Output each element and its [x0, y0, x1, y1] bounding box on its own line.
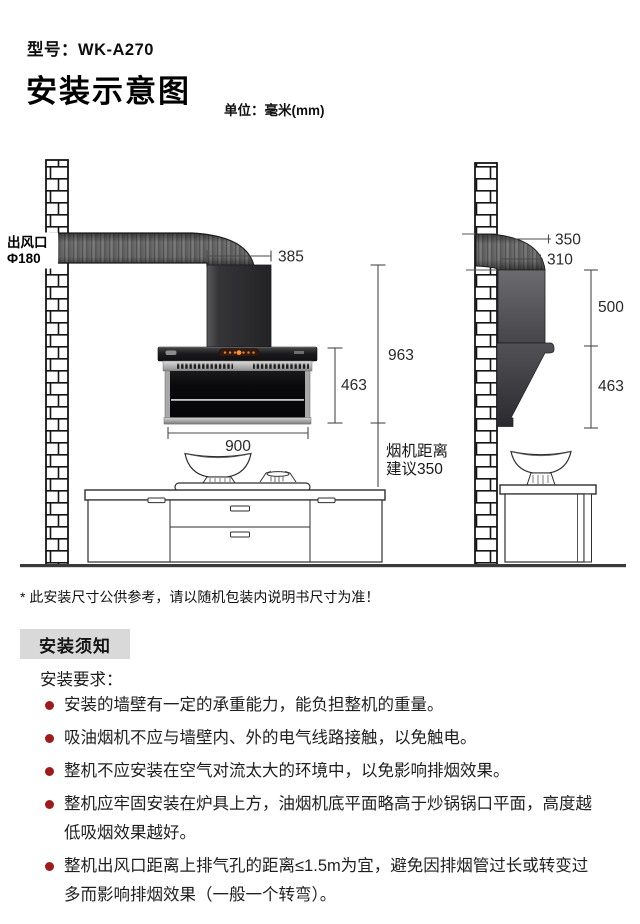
model-text-mark	[294, 351, 304, 354]
countertop	[84, 489, 386, 501]
dim-hood-height-side: 463	[584, 346, 624, 429]
hood-cavity	[170, 371, 305, 418]
bullet-dot-icon	[45, 734, 54, 743]
cabinet-body-side	[504, 493, 585, 563]
requirement-text: 整机出风口距离上排气孔的距离≤1.5m为宜，避免因排烟管过长或转变过多而影响排烟…	[64, 857, 589, 904]
dim-hood-width: 900	[167, 427, 309, 455]
list-item: 整机应牢固安装在炉具上方，油烟机底平面略高于炒锅锅口平面，高度越低吸烟效果越好。	[45, 790, 593, 848]
requirement-text: 整机不应安装在空气对流太大的环境中，以免影响排烟效果。	[64, 762, 510, 780]
door-handle-left	[147, 497, 166, 504]
dim-463-side-label: 463	[598, 378, 624, 395]
wok-bowl-side	[510, 450, 572, 474]
bullet-dot-icon	[45, 767, 54, 776]
wok-rim	[184, 453, 252, 459]
dim-350-label: 350	[555, 232, 581, 249]
hood-chimney-front	[206, 264, 272, 349]
dim-963-label: 963	[388, 347, 414, 364]
cooktop-front	[174, 452, 311, 492]
outlet-label-line2: Φ180	[7, 251, 41, 266]
page-title: 安装示意图	[26, 74, 191, 109]
cabinet-front	[84, 489, 386, 563]
list-item: 安装的墙壁有一定的承重能力，能负担整机的重量。	[45, 691, 593, 720]
front-view: 出风口 Φ180	[0, 159, 448, 567]
dim-500-label: 500	[598, 299, 624, 316]
range-hood-side-profile	[496, 342, 555, 427]
door-handle-right	[317, 497, 336, 504]
range-hood-front	[157, 346, 318, 425]
gas-burner	[259, 471, 297, 483]
countertop-side	[499, 484, 597, 495]
dim-900-label: 900	[225, 438, 251, 455]
oil-tray-edge	[171, 399, 304, 401]
exhaust-duct-side-shading	[476, 234, 545, 270]
list-item: 整机出风口距离上排气孔的距离≤1.5m为宜，避免因排烟管过长或转变过多而影响排烟…	[45, 852, 593, 910]
dim-chimney-height-side: 500	[584, 269, 624, 347]
outlet-label-mask	[0, 232, 58, 269]
brand-logo-mark	[165, 350, 177, 355]
dim-chimney-width: 385	[206, 249, 304, 266]
model-number: 型号：WK-A270	[27, 41, 154, 59]
installation-diagram: 出风口 Φ180	[0, 130, 640, 580]
requirement-text: 安装的墙壁有一定的承重能力，能负担整机的重量。	[64, 696, 444, 714]
dim-outlet-offset: 350	[497, 232, 581, 249]
outlet-label-line1: 出风口	[7, 234, 48, 250]
exhaust-duct-shading	[50, 233, 254, 266]
wok-stand-ribs-side	[532, 475, 549, 484]
diagram-svg: 出风口 Φ180	[0, 159, 626, 568]
dim-duct-offset: 310	[500, 252, 573, 269]
cabinet-leg-side	[583, 493, 592, 563]
front-wall-brick-column	[45, 159, 69, 567]
bullet-dot-icon	[45, 800, 54, 809]
notice-section-header: 安装须知	[20, 629, 130, 659]
list-item: 整机不应安装在空气对流太大的环境中，以免影响排烟效果。	[45, 757, 593, 786]
bullet-dot-icon	[45, 862, 54, 871]
bullet-dot-icon	[45, 701, 54, 710]
wok-stand-ribs	[209, 478, 231, 482]
list-item: 吸油烟机不应与墙壁内、外的电气线路接触，以免触电。	[45, 724, 593, 753]
dim-463-label: 463	[341, 377, 367, 394]
hood-bottom-lip	[163, 417, 312, 425]
dim-hood-height-front: 463	[327, 347, 367, 424]
requirements-list: 安装的墙壁有一定的承重能力，能负担整机的重量。 吸油烟机不应与墙壁内、外的电气线…	[45, 691, 593, 914]
drawer-handle-top	[230, 505, 250, 512]
hood-chimney-side	[497, 269, 546, 344]
floor-line	[20, 564, 626, 568]
requirements-label: 安装要求：	[40, 671, 123, 689]
vent-slots-left	[177, 363, 233, 369]
wok-rim-side	[510, 451, 572, 457]
distance-note-line2: 建议350	[386, 460, 443, 478]
vent-slots-right	[253, 363, 309, 369]
requirement-text: 吸油烟机不应与墙壁内、外的电气线路接触，以免触电。	[64, 729, 477, 747]
dim-385-label: 385	[278, 249, 304, 266]
requirement-text: 整机应牢固安装在炉具上方，油烟机底平面略高于炒锅锅口平面，高度越低吸烟效果越好。	[64, 795, 592, 842]
side-view: 350 310 500 463	[462, 162, 624, 567]
control-buttons	[223, 350, 255, 355]
distance-note-line1: 烟机距离	[386, 442, 448, 460]
dim-310-label: 310	[547, 252, 573, 269]
reference-footnote: * 此安装尺寸公供参考，请以随机包装内说明书尺寸为准！	[20, 589, 380, 605]
wok-bowl	[184, 452, 252, 478]
side-wall-brick-column	[474, 162, 498, 567]
dim-total-height: 963	[370, 264, 414, 487]
wok-stand-side	[526, 472, 556, 486]
cooktop-side	[499, 450, 597, 563]
unit-label: 单位：毫米(mm)	[224, 103, 325, 118]
drawer-handle-bottom	[230, 531, 250, 538]
